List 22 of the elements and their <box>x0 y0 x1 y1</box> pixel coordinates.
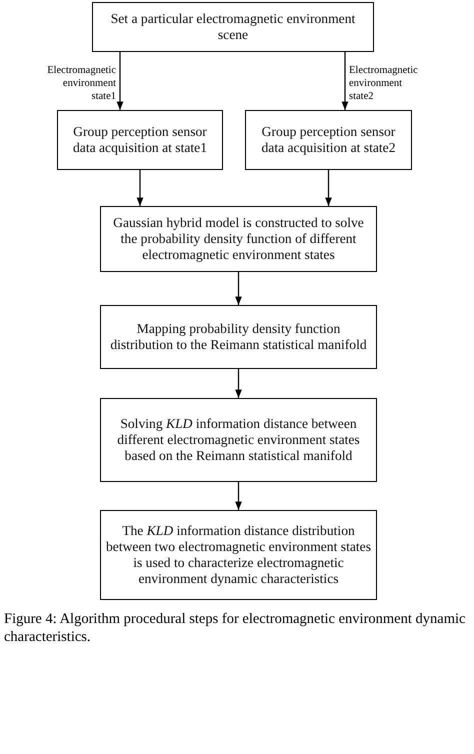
process-box <box>92 2 374 52</box>
box-text: Gaussian hybrid model is constructed to solve the probability density function of different electromagnetic environment states <box>112 214 365 264</box>
arrow <box>235 272 242 305</box>
box-text: Set a particular electromagnetic environment scene <box>110 10 356 44</box>
arrow <box>136 170 144 206</box>
arrow <box>342 52 348 110</box>
process-box <box>245 110 412 170</box>
process-box <box>100 305 377 369</box>
arrow <box>235 369 242 398</box>
box-text: Group perception sensor data acquisition at state1 <box>72 124 208 156</box>
box-text: Solving KLD information distance between different electromagnetic environment states based on the Reimann statistical manifold <box>116 416 361 464</box>
arrow <box>325 170 332 206</box>
box-text: Group perception sensor data acquisition at state2 <box>260 124 396 156</box>
process-box <box>57 110 223 170</box>
process-box <box>100 510 377 600</box>
box-text: The KLD information distance distribution between two electromagnetic environment states is used to characterize electromagnetic environment dynamic characteristics <box>105 522 372 588</box>
process-box <box>100 206 377 272</box>
arrow <box>116 52 124 110</box>
process-box <box>100 398 377 482</box>
figure-caption: Figure 4: Algorithm procedural steps for electromagnetic environment dynamic characteristics. <box>4 610 466 646</box>
box-text: Mapping probability density function distribution to the Reimann statistical manifold <box>109 320 368 354</box>
arrow <box>235 482 242 510</box>
